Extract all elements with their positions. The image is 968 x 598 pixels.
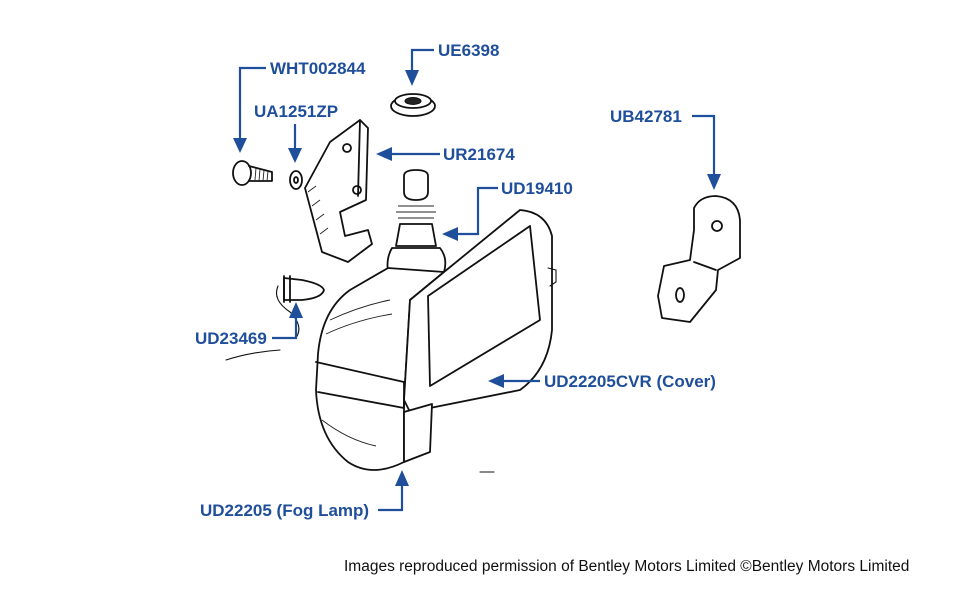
- label-ue6398: UE6398: [438, 41, 499, 60]
- bracket-ub42781-drawing: [657, 195, 741, 323]
- label-ur21674: UR21674: [443, 145, 515, 164]
- grommet-drawing: [390, 93, 436, 117]
- label-ud23469: UD23469: [195, 329, 267, 348]
- fog-lamp-drawing: [315, 169, 557, 473]
- label-ud22205cvr: UD22205CVR (Cover): [544, 372, 716, 391]
- washer-drawing: [289, 170, 303, 190]
- bulb-drawing: [225, 275, 325, 361]
- label-ua1251zp: UA1251ZP: [254, 102, 338, 121]
- bracket-drawing: [304, 119, 373, 263]
- bolt-drawing: [232, 160, 273, 186]
- label-wht002844: WHT002844: [270, 59, 366, 78]
- label-ud22205: UD22205 (Fog Lamp): [200, 501, 369, 520]
- copyright-credit: Images reproduced permission of Bentley …: [344, 558, 910, 575]
- label-ud19410: UD19410: [501, 179, 573, 198]
- label-ub42781: UB42781: [610, 107, 682, 126]
